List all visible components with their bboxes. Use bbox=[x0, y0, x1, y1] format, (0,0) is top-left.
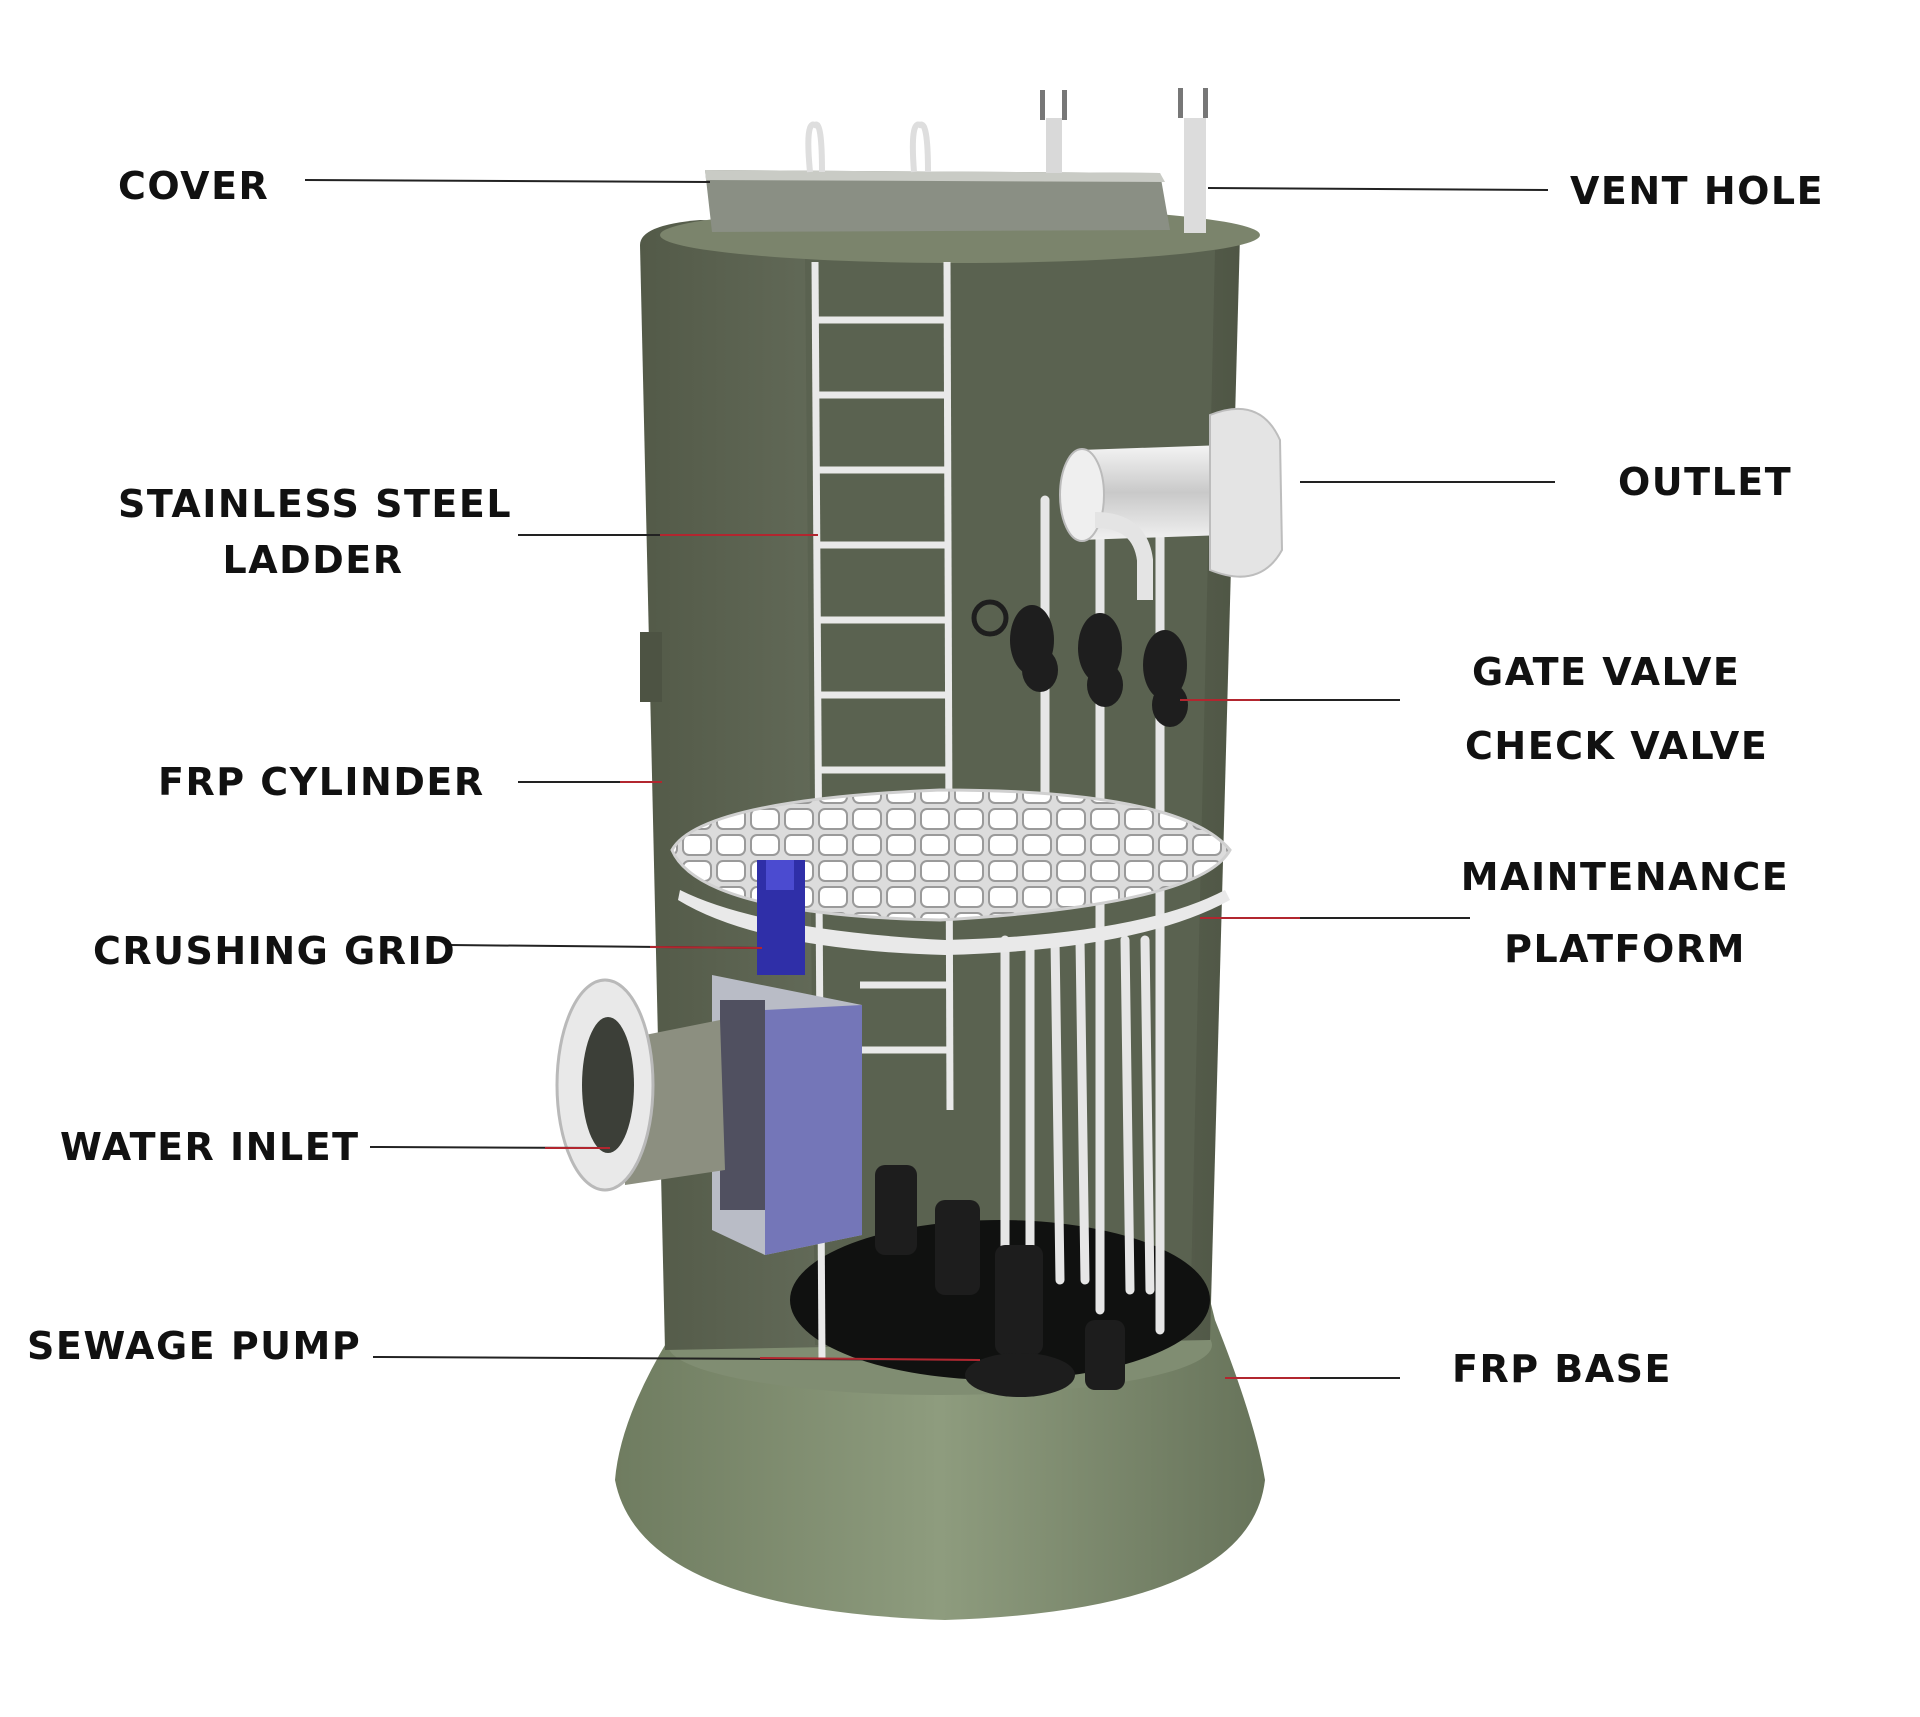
label-ladder-line1: STAINLESS STEEL bbox=[118, 482, 513, 526]
label-maintenance-line1: MAINTENANCE bbox=[1460, 855, 1790, 899]
label-maintenance-line2: PLATFORM bbox=[1504, 927, 1746, 971]
label-sewage-pump: SEWAGE PUMP bbox=[27, 1324, 362, 1368]
maintenance-platform-shape bbox=[670, 788, 1232, 955]
leader-lines-right bbox=[1180, 187, 1555, 1379]
ladder-shape bbox=[811, 261, 954, 1361]
label-cover: COVER bbox=[118, 164, 270, 208]
label-gate-valve: GATE VALVE bbox=[1472, 650, 1741, 694]
leader-vent-hole bbox=[1207, 187, 1549, 191]
label-stainless-steel-ladder: STAINLESS STEEL LADDER bbox=[118, 482, 513, 582]
leader-sewage-pump-red bbox=[759, 1357, 981, 1361]
vent-hole-pipes bbox=[1040, 88, 1208, 233]
label-water-inlet: WATER INLET bbox=[60, 1125, 360, 1169]
label-check-valve: CHECK VALVE bbox=[1465, 724, 1769, 768]
valves-shape bbox=[971, 599, 1188, 727]
leader-cover bbox=[304, 179, 711, 183]
label-frp-cylinder: FRP CYLINDER bbox=[158, 760, 485, 804]
sewage-pumps-shape bbox=[875, 1165, 1125, 1397]
crushing-grid-shape bbox=[712, 860, 862, 1255]
label-outlet: OUTLET bbox=[1618, 460, 1793, 504]
leader-crushing-grid-red bbox=[649, 946, 763, 949]
outlet-shape bbox=[1059, 407, 1284, 600]
label-frp-base: FRP BASE bbox=[1452, 1347, 1672, 1391]
leader-lines-left bbox=[304, 179, 981, 1361]
cover-shape bbox=[705, 121, 1170, 232]
label-maintenance-platform: MAINTENANCE PLATFORM bbox=[1455, 858, 1795, 968]
label-crushing-grid: CRUSHING GRID bbox=[93, 929, 457, 973]
water-inlet-shape bbox=[555, 978, 725, 1192]
label-vent-hole: VENT HOLE bbox=[1570, 169, 1825, 213]
label-ladder-line2: LADDER bbox=[222, 538, 404, 582]
